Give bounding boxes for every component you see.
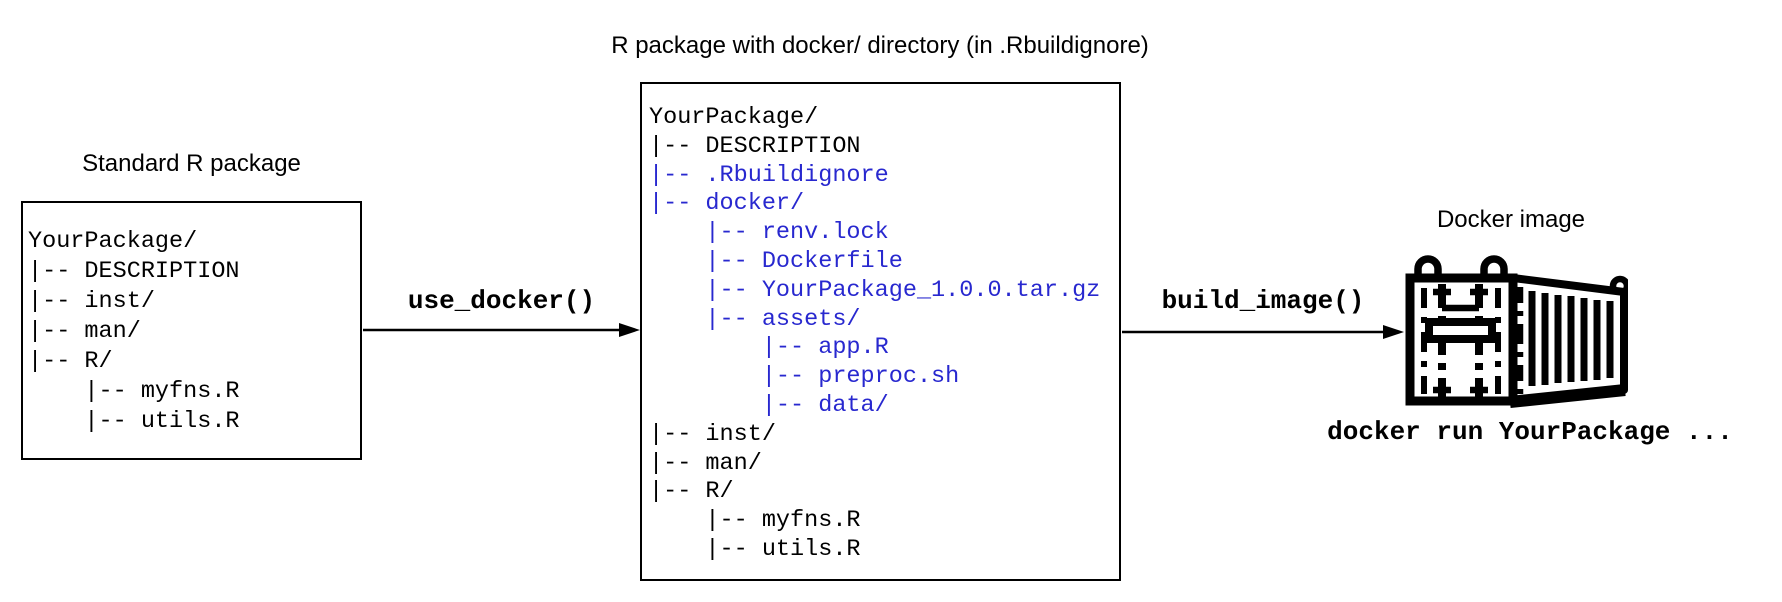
tree-line: |-- data/ [649,391,889,419]
tree-line: |-- inst/ [28,288,155,315]
use-docker-label: use_docker() [407,286,596,316]
tree-line: |-- inst/ [649,420,776,448]
arrow-right-icon [363,323,640,337]
docker-container-icon [1405,255,1628,408]
tree-line: |-- YourPackage_1.0.0.tar.gz [649,276,1101,304]
tree-line: |-- R/ [649,478,734,506]
docker-package-file-tree: YourPackage/|-- DESCRIPTION|-- .Rbuildig… [642,84,1119,565]
tree-line: |-- Dockerfile [649,247,903,275]
tree-line: |-- preproc.sh [649,363,960,391]
build-image-label: build_image() [1161,286,1365,316]
tree-line: |-- utils.R [649,535,861,563]
tree-line: |-- assets/ [649,305,861,333]
docker-image-title: Docker image [1436,206,1586,233]
tree-line: |-- man/ [649,449,762,477]
tree-line: |-- man/ [28,318,141,345]
tree-line: |-- renv.lock [649,219,889,247]
tree-line: |-- docker/ [649,190,805,218]
tree-line: |-- app.R [649,334,889,362]
tree-line: |-- .Rbuildignore [649,161,889,189]
standard-package-box: YourPackage/ |-- DESCRIPTION |-- inst/ |-- … [21,201,362,460]
tree-line: |-- utils.R [28,408,240,435]
tree-line: YourPackage/ [649,104,819,131]
tree-line: |-- DESCRIPTION [28,258,240,285]
tree-line: |-- DESCRIPTION [649,132,861,160]
arrow-right-icon [1122,325,1404,339]
docker-run-caption: docker run YourPackage ... [1327,417,1733,447]
docker-package-box: YourPackage/|-- DESCRIPTION|-- .Rbuildig… [640,82,1121,581]
standard-package-file-tree: YourPackage/ |-- DESCRIPTION |-- inst/ |-- … [23,203,360,437]
left-node-title: Standard R package [82,150,301,177]
middle-node-title: R package with docker/ directory (in .Rb… [611,32,1149,59]
tree-line: |-- R/ [28,348,113,375]
tree-line: |-- myfns.R [28,378,240,405]
tree-line: YourPackage/ [28,228,198,255]
tree-line: |-- myfns.R [649,507,861,535]
